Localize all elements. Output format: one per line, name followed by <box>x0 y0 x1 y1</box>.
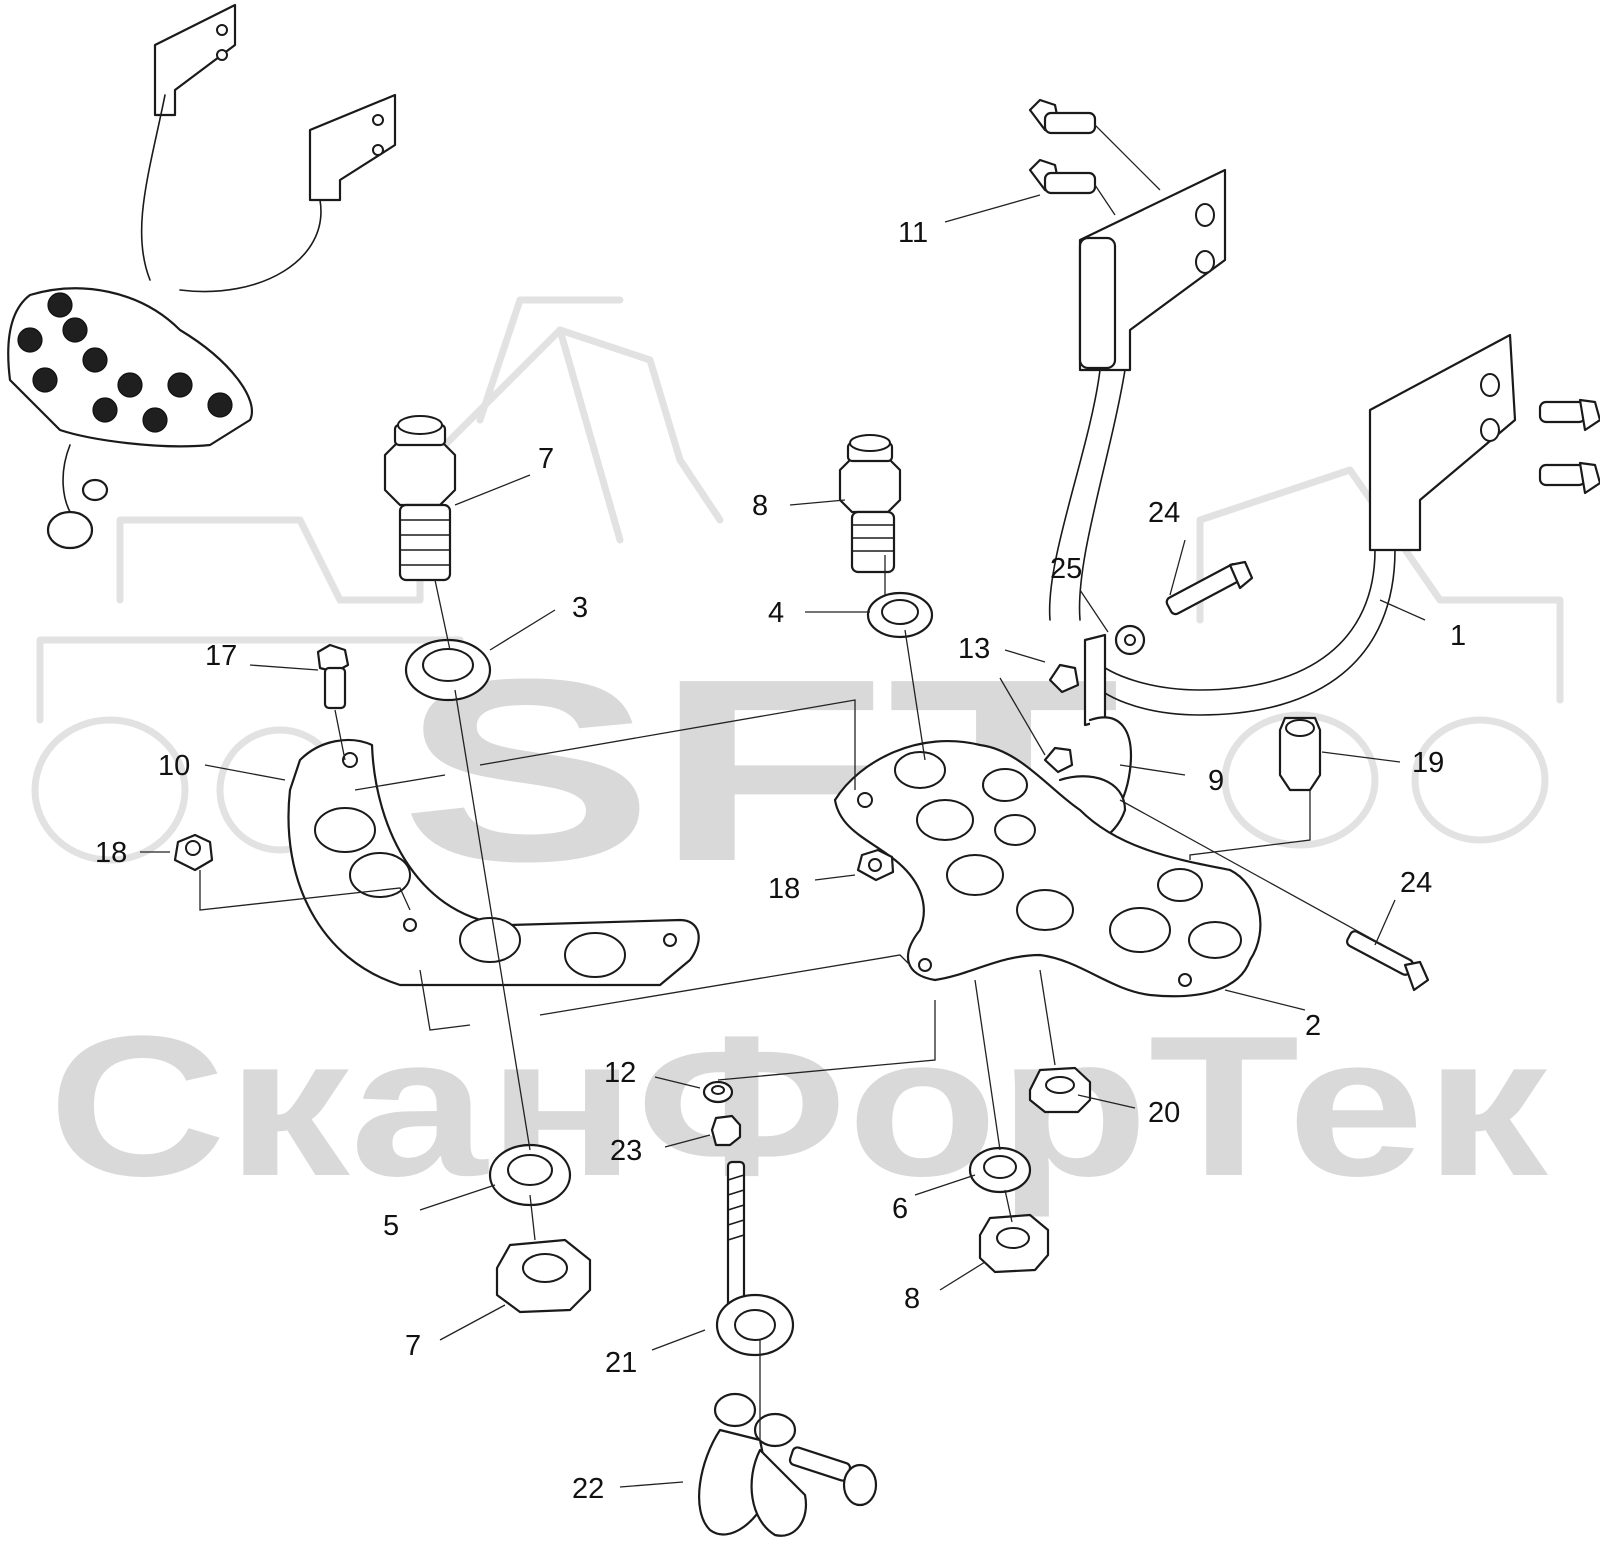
assembled-fittings <box>17 292 233 433</box>
assembled-view <box>7 3 397 550</box>
callout-12: 12 <box>604 1057 636 1089</box>
watermark: SFT СканФорТек <box>31 296 1564 1218</box>
bolt-24-upper <box>1165 560 1254 616</box>
callout-labels: 1 2 3 4 5 6 7 7 8 8 9 10 11 12 13 17 18 … <box>95 217 1466 1505</box>
callout-23: 23 <box>610 1135 642 1167</box>
cable-2 <box>1094 549 1376 691</box>
upper-bracket-plate <box>1078 168 1227 372</box>
callout-21: 21 <box>605 1347 637 1379</box>
bolts-lower-bracket <box>1538 398 1600 495</box>
callout-20: 20 <box>1148 1097 1180 1129</box>
callout-6: 6 <box>892 1193 908 1225</box>
nut-18-right <box>856 848 895 882</box>
plate-2 <box>833 740 1262 998</box>
callout-4: 4 <box>768 597 784 629</box>
callout-13: 13 <box>958 633 990 665</box>
bolt-17 <box>316 643 350 710</box>
lower-bracket-plate <box>1368 333 1517 552</box>
nut-18-left <box>173 833 214 872</box>
fitting-8-upper <box>838 434 902 574</box>
callout-7-upper: 7 <box>538 443 554 475</box>
nut-20 <box>1028 1066 1092 1114</box>
callout-25: 25 <box>1050 553 1082 585</box>
washer-6 <box>968 1146 1032 1194</box>
callout-8-upper: 8 <box>752 490 768 522</box>
callout-18-right: 18 <box>768 873 800 905</box>
callout-17: 17 <box>205 640 237 672</box>
bracket-assembly <box>1028 98 1600 716</box>
callout-7-lower: 7 <box>405 1330 421 1362</box>
assembly-lines <box>199 555 1311 1440</box>
nut-7-lower <box>495 1238 592 1314</box>
callout-5: 5 <box>383 1210 399 1242</box>
watermark-company-name: СканФорТек <box>48 995 1549 1218</box>
callout-10: 10 <box>158 750 190 782</box>
nut-23 <box>710 1114 742 1147</box>
eyebolt-21 <box>715 1160 795 1357</box>
callout-24-lower: 24 <box>1400 867 1432 899</box>
callout-22: 22 <box>572 1473 604 1505</box>
washer-4 <box>866 591 934 639</box>
washer-5 <box>488 1143 572 1207</box>
shackles-22 <box>698 1392 878 1537</box>
bolt-24-lower <box>1346 930 1430 992</box>
callout-leaders <box>140 194 1426 1488</box>
callout-1: 1 <box>1450 620 1466 652</box>
callout-9: 9 <box>1208 765 1224 797</box>
callout-11: 11 <box>898 217 928 249</box>
callout-24-upper: 24 <box>1148 497 1180 529</box>
fitting-7-upper <box>383 415 457 582</box>
cable-1 <box>1048 369 1101 621</box>
grommet-19 <box>1278 716 1322 792</box>
callout-18-left: 18 <box>95 837 127 869</box>
callout-2: 2 <box>1305 1010 1321 1042</box>
seal-3 <box>404 638 492 702</box>
callout-3: 3 <box>572 592 588 624</box>
washer-12 <box>702 1080 734 1104</box>
bolts-11 <box>1028 98 1161 216</box>
callout-8-lower: 8 <box>904 1283 920 1315</box>
nut-8-lower <box>978 1213 1050 1274</box>
callout-19: 19 <box>1412 747 1444 779</box>
plate-10 <box>287 738 700 987</box>
